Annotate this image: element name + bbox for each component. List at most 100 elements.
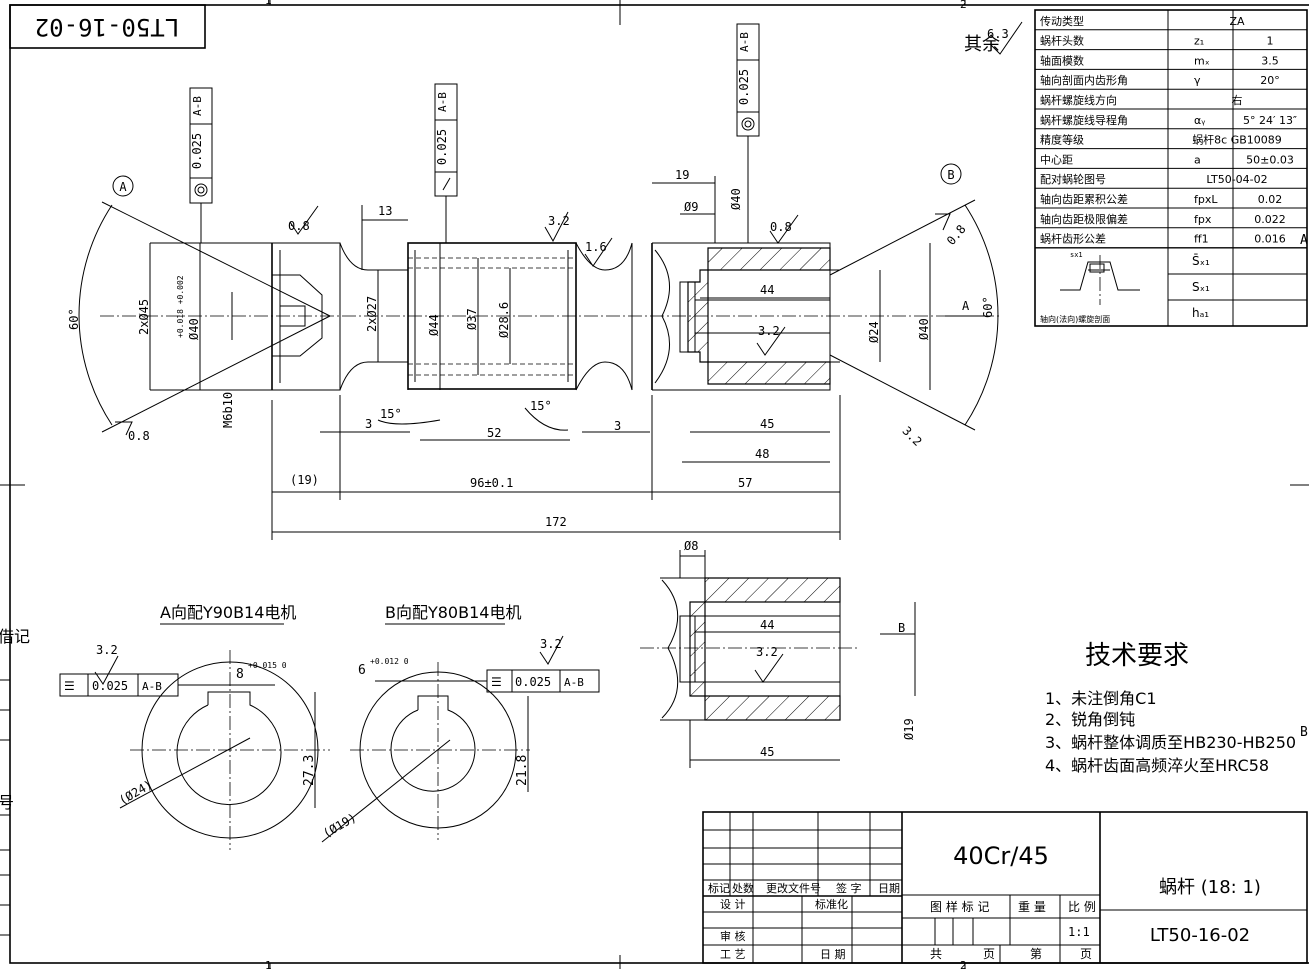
- param-value: 1: [1267, 35, 1274, 48]
- param-value: 蜗杆8c GB10089: [1192, 133, 1282, 147]
- tb-design: 设 计: [720, 898, 746, 911]
- dim-44-c: 44: [760, 618, 774, 632]
- dim-2xphi45: 2xØ45: [137, 299, 151, 335]
- param-label: 轴向齿距极限偏差: [1040, 212, 1128, 226]
- dim-key-phi19: (Ø19): [321, 810, 359, 840]
- section-b-view: Ø8 44 45 Ø19 B 3.2: [640, 539, 916, 768]
- tb-material: 40Cr/45: [953, 842, 1049, 870]
- dim-172: 172: [545, 515, 567, 529]
- runout-left-value: 0.025: [190, 133, 204, 169]
- runout-right-ref: A-B: [738, 32, 751, 52]
- roughness-08-b: 0.8: [770, 220, 792, 234]
- margin-left-1: 借记: [0, 627, 30, 646]
- tb-page2: 页: [1080, 947, 1092, 961]
- runout-left-ref: A-B: [191, 96, 204, 116]
- param-label: 轴向齿距累积公差: [1040, 192, 1128, 206]
- tb-h-mark: 标记: [708, 881, 730, 895]
- roughness-32-c: 3.2: [899, 424, 924, 449]
- view-arrow-b: B: [898, 621, 905, 635]
- dim-phi24: Ø24: [867, 321, 881, 343]
- dim-57: 57: [738, 476, 752, 490]
- param-label: 中心距: [1040, 153, 1073, 166]
- dim-2xphi27: 2xØ27: [365, 296, 379, 332]
- runout-mid-ref: A-B: [436, 92, 449, 112]
- runout-frame-right: 0.025 A-B: [736, 23, 760, 243]
- param-label: 配对蜗轮图号: [1040, 172, 1106, 186]
- tb-date: 日 期: [820, 948, 846, 961]
- tb-h-date: 日期: [878, 882, 900, 895]
- margin-left-2: 号: [0, 793, 14, 812]
- profile-label: 轴向(法向)螺旋剖面: [1040, 314, 1110, 324]
- dim-19-paren: (19): [290, 473, 319, 487]
- tb-page: 页: [983, 947, 995, 961]
- margin-bot-2: 2: [960, 959, 967, 969]
- dim-phi40-a: Ø40: [187, 318, 201, 340]
- dim-phi40-c: Ø40: [917, 318, 931, 340]
- param-symbol: fpx: [1194, 213, 1212, 226]
- param-label: 轴向剖面内齿形角: [1040, 73, 1128, 87]
- dim-m6: M6b10: [221, 392, 235, 428]
- dim-48: 48: [755, 447, 769, 461]
- param-label: 蜗杆齿形公差: [1040, 232, 1106, 246]
- param-label: 轴面模数: [1040, 53, 1084, 67]
- dim-phi37: Ø37: [465, 308, 479, 330]
- param-symbol: γ: [1194, 74, 1201, 87]
- runout-mid-value: 0.025: [435, 129, 449, 165]
- tb-standard: 标准化: [815, 897, 848, 911]
- param-label: 蜗杆螺旋线导程角: [1040, 113, 1128, 127]
- margin-right-a: A: [1300, 233, 1308, 248]
- dim-44: 44: [760, 283, 774, 297]
- tech-requirements: 技术要求 1、未注倒角C1 2、锐角倒钝 3、蜗杆整体调质至HB230-HB25…: [1045, 641, 1296, 775]
- margin-right-b: B: [1300, 725, 1308, 740]
- roughness-32-d: 3.2: [756, 645, 778, 659]
- dim-96: 96±0.1: [470, 476, 513, 490]
- dim-60deg-a: 60°: [67, 308, 81, 330]
- dim-phi28-6: Ø28.6: [497, 302, 511, 338]
- param-symbol: mₓ: [1194, 54, 1210, 67]
- param-extra-symbol: Sₓ₁: [1192, 280, 1210, 294]
- param-value: LT50-04-02: [1206, 173, 1267, 186]
- dim-phi9: Ø9: [684, 200, 698, 214]
- roughness-08-d: 0.8: [944, 222, 969, 248]
- param-symbol: fpxL: [1194, 193, 1218, 206]
- param-value: 0.02: [1258, 193, 1283, 206]
- dim-phi8: Ø8: [684, 539, 698, 553]
- dim-45: 45: [760, 417, 774, 431]
- view-label-a: A向配Y90B14电机: [160, 603, 296, 622]
- param-value: 0.022: [1254, 213, 1286, 226]
- sym-a-val: 0.025: [92, 679, 128, 693]
- dim-key27-3: 27.3: [302, 755, 317, 786]
- dim-key8-tol: +0.015 0: [248, 661, 287, 670]
- tech-item-4: 4、蜗杆齿面高频淬火至HRC58: [1045, 756, 1269, 775]
- roughness-32-b: 3.2: [758, 324, 780, 338]
- param-label: 蜗杆螺旋线方向: [1040, 93, 1117, 107]
- view-arrow-a: A: [962, 299, 970, 313]
- roughness-32-f: 3.2: [540, 637, 562, 651]
- roughness-08-c: 0.8: [128, 429, 150, 443]
- param-symbol: αᵧ: [1194, 114, 1205, 127]
- profile-sketch: sx1 轴向(法向)螺旋剖面: [1040, 251, 1140, 324]
- dim-19: 19: [675, 168, 689, 182]
- tb-scale-val: 1:1: [1068, 925, 1090, 939]
- dim-key21-8: 21.8: [515, 755, 530, 786]
- dim-15deg-b: 15°: [530, 399, 552, 413]
- roughness-08-a: 0.8: [288, 219, 310, 233]
- param-symbol: ff1: [1194, 233, 1209, 246]
- param-value: 右: [1232, 93, 1243, 107]
- runout-frame-mid: 0.025 A-B: [434, 83, 458, 243]
- param-value: 3.5: [1261, 54, 1279, 67]
- dim-3-b: 3: [614, 419, 621, 433]
- surface-rest-value: 6.3: [987, 27, 1009, 41]
- roughness-32-a: 3.2: [548, 214, 570, 228]
- margin-bot-1: 1: [265, 959, 272, 969]
- sym-b-val: 0.025: [515, 675, 551, 689]
- dim-13: 13: [378, 204, 392, 218]
- surface-rest-symbol: [989, 21, 1023, 55]
- param-label: 蜗杆头数: [1040, 34, 1084, 48]
- tb-no: 第: [1030, 947, 1042, 961]
- param-symbol: a: [1194, 153, 1201, 166]
- roughness-32-e: 3.2: [96, 643, 118, 657]
- surface-rest-label: 其余: [964, 34, 1000, 55]
